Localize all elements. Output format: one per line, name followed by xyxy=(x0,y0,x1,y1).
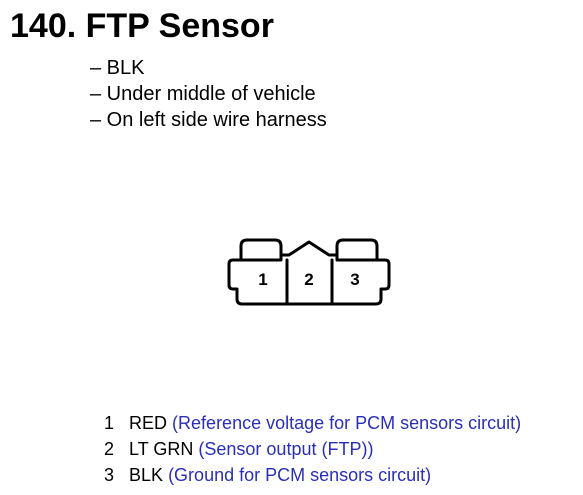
connector-diagram: 1 2 3 xyxy=(227,238,391,306)
page-title: 140. FTP Sensor xyxy=(10,7,274,45)
pin-row-1: 1 RED (Reference voltage for PCM sensors… xyxy=(104,410,521,436)
pin-number: 3 xyxy=(104,465,115,485)
pin-label-3: 3 xyxy=(350,270,359,289)
wire-color: LT GRN xyxy=(129,439,194,459)
connector-outline xyxy=(227,238,391,306)
wire-color: RED xyxy=(129,413,168,433)
pin-row-2: 2 LT GRN (Sensor output (FTP)) xyxy=(104,436,521,462)
pin-number: 1 xyxy=(104,413,115,433)
pin-number: 2 xyxy=(104,439,115,459)
connector-latch-left xyxy=(239,253,283,262)
component-details: – BLK – Under middle of vehicle – On lef… xyxy=(90,55,327,133)
detail-connector-color: – BLK xyxy=(90,57,145,79)
wire-color: BLK xyxy=(129,465,164,485)
pin-description: (Reference voltage for PCM sensors circu… xyxy=(172,413,522,433)
connector-latch-right xyxy=(335,253,379,262)
detail-harness: – On left side wire harness xyxy=(90,109,327,131)
detail-location: – Under middle of vehicle xyxy=(90,83,316,105)
pin-label-2: 2 xyxy=(304,270,313,289)
pin-description: (Ground for PCM sensors circuit) xyxy=(168,465,432,485)
pin-row-3: 3 BLK (Ground for PCM sensors circuit) xyxy=(104,462,521,488)
pin-list: 1 RED (Reference voltage for PCM sensors… xyxy=(104,410,521,488)
pin-label-1: 1 xyxy=(258,270,267,289)
pin-description: (Sensor output (FTP)) xyxy=(198,439,374,459)
